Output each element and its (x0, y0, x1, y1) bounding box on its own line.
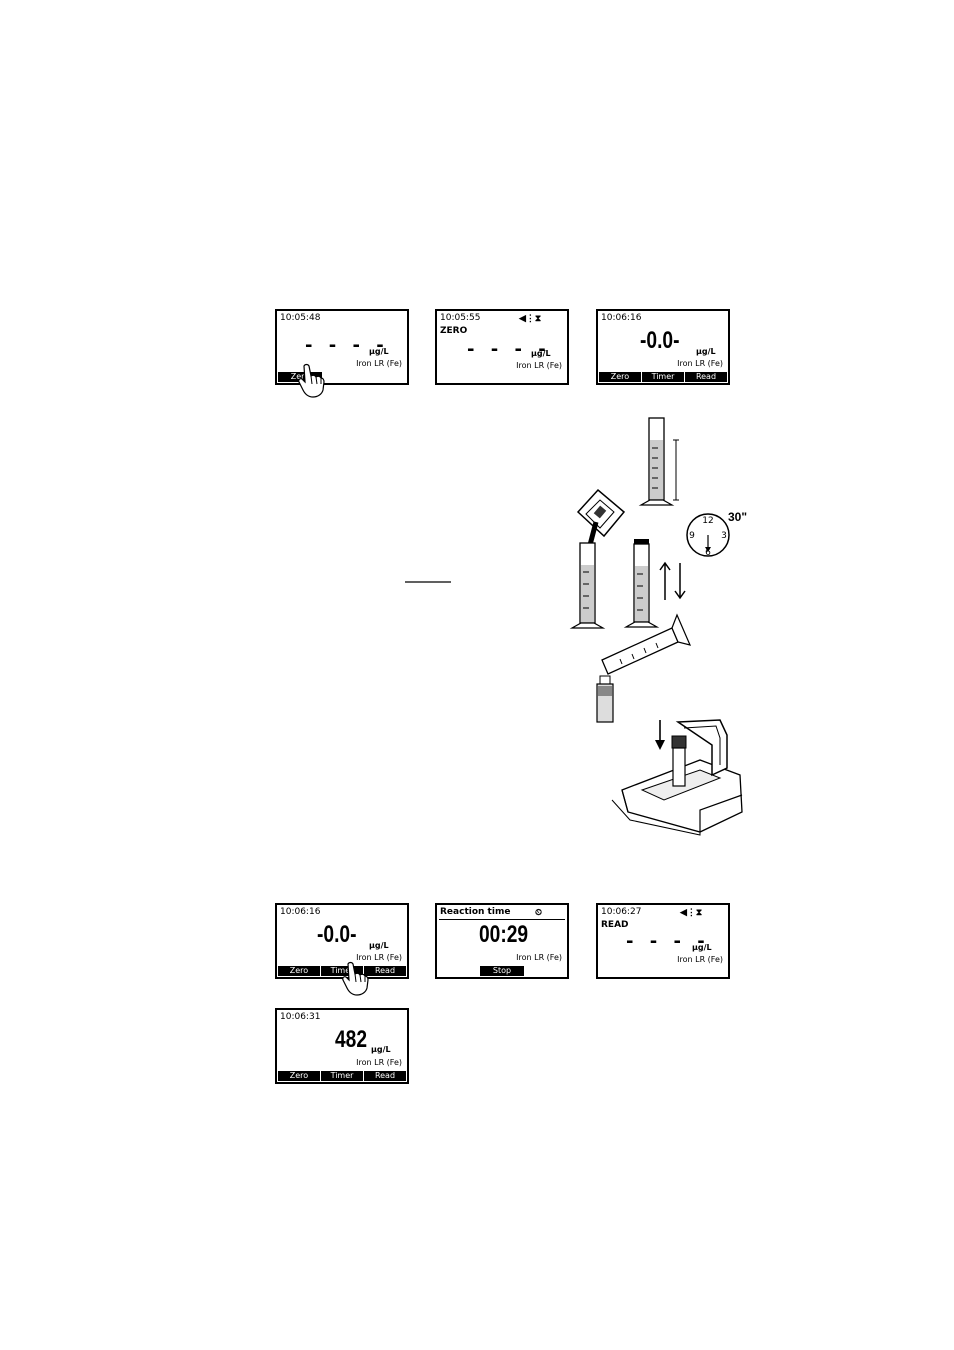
zero-softkey[interactable]: Zero (599, 372, 641, 382)
pouring-cylinder-icon (601, 613, 692, 675)
timer-softkey[interactable]: Timer (642, 372, 684, 382)
timer-softkey[interactable]: Timer (321, 966, 363, 976)
screen-time: 10:06:27 (601, 907, 642, 917)
reaction-time-title: Reaction time (440, 907, 511, 917)
meter-screen-2: 10:05:55 ◀⋮⧗ ZERO - - - - µg/L Iron LR (… (435, 309, 569, 385)
softkey-bar: Zero Timer Read (278, 966, 406, 976)
meter-screen-6: 10:06:27 ◀⋮⧗ READ - - - - µg/L Iron LR (… (596, 903, 730, 979)
reagent-packet-icon (576, 488, 626, 546)
screen-time: 10:06:31 (280, 1012, 321, 1022)
read-softkey[interactable]: Read (364, 1071, 406, 1081)
shake-duration: 30" (728, 510, 747, 524)
softkey-bar: Zero Timer Read (278, 1071, 406, 1081)
meter-screen-4: 10:06:16 -0.0- µg/L Iron LR (Fe) Zero Ti… (275, 903, 409, 979)
meter-screen-3: 10:06:16 -0.0- µg/L Iron LR (Fe) Zero Ti… (596, 309, 730, 385)
screen-reading: - - - - (305, 335, 389, 356)
screen-time: 10:06:16 (280, 907, 321, 917)
screen-mode: READ (601, 920, 629, 930)
screen-unit: µg/L (696, 347, 716, 356)
screen-parameter: Iron LR (Fe) (356, 953, 402, 962)
screen-mode: ZERO (440, 326, 468, 336)
read-softkey[interactable]: Read (685, 372, 727, 382)
screen-parameter: Iron LR (Fe) (516, 953, 562, 962)
screen-time: 10:05:48 (280, 313, 321, 323)
read-softkey[interactable]: Read (364, 966, 406, 976)
screen-unit: µg/L (369, 347, 389, 356)
screen-unit: µg/L (369, 941, 389, 950)
meter-screen-1: 10:05:48 - - - - µg/L Iron LR (Fe) Zero (275, 309, 409, 385)
screen-unit: µg/L (692, 943, 712, 952)
softkey-bar: Stop (438, 966, 566, 976)
pointing-hand-icon (298, 363, 325, 398)
zero-softkey[interactable]: Zero (278, 1071, 320, 1081)
pointing-hand-icon (342, 961, 369, 996)
screen-reading: 482 (335, 1026, 368, 1053)
title-divider (439, 919, 565, 920)
screen-parameter: Iron LR (Fe) (677, 955, 723, 964)
sample-vial-icon (596, 675, 614, 723)
screen-reading: - - - - (467, 339, 551, 360)
screen-reading: -0.0- (317, 921, 357, 948)
graduated-cylinder-icon (569, 542, 606, 629)
countdown-timer: 00:29 (479, 921, 529, 948)
screen-reading: - - - - (626, 931, 710, 952)
lamp-hourglass-icon: ◀⋮⧗ (680, 907, 703, 917)
meter-screen-7: 10:06:31 482 µg/L Iron LR (Fe) Zero Time… (275, 1008, 409, 1084)
lamp-hourglass-icon: ◀⋮⧗ (519, 313, 542, 323)
clock-number-12: 12 (702, 516, 713, 526)
meter-screen-5: Reaction time ⏲ 00:29 Iron LR (Fe) Stop (435, 903, 569, 979)
screen-time: 10:06:16 (601, 313, 642, 323)
screen-parameter: Iron LR (Fe) (356, 359, 402, 368)
stop-softkey[interactable]: Stop (480, 966, 524, 976)
screen-time: 10:05:55 (440, 313, 481, 323)
graduated-cylinder-icon (638, 417, 679, 506)
zero-softkey[interactable]: Zero (278, 966, 320, 976)
invert-arrows-icon (659, 561, 686, 600)
clock-icon: 12 3 6 9 30" (686, 510, 747, 558)
clock-number-3: 3 (721, 531, 727, 541)
photometer-icon (611, 719, 743, 836)
zero-softkey[interactable]: Zero (278, 372, 322, 382)
clock-number-6: 6 (705, 548, 711, 558)
screen-unit: µg/L (531, 349, 551, 358)
screen-parameter: Iron LR (Fe) (677, 359, 723, 368)
clock-number-9: 9 (689, 531, 695, 541)
screen-unit: µg/L (371, 1045, 391, 1054)
stopwatch-icon: ⏲ (535, 907, 543, 917)
softkey-bar: Zero (278, 372, 406, 382)
screen-reading: -0.0- (640, 327, 680, 354)
screen-parameter: Iron LR (Fe) (516, 361, 562, 370)
timer-softkey[interactable]: Timer (321, 1071, 363, 1081)
softkey-bar: Zero Timer Read (599, 372, 727, 382)
screen-parameter: Iron LR (Fe) (356, 1058, 402, 1067)
stoppered-cylinder-icon (623, 539, 660, 628)
